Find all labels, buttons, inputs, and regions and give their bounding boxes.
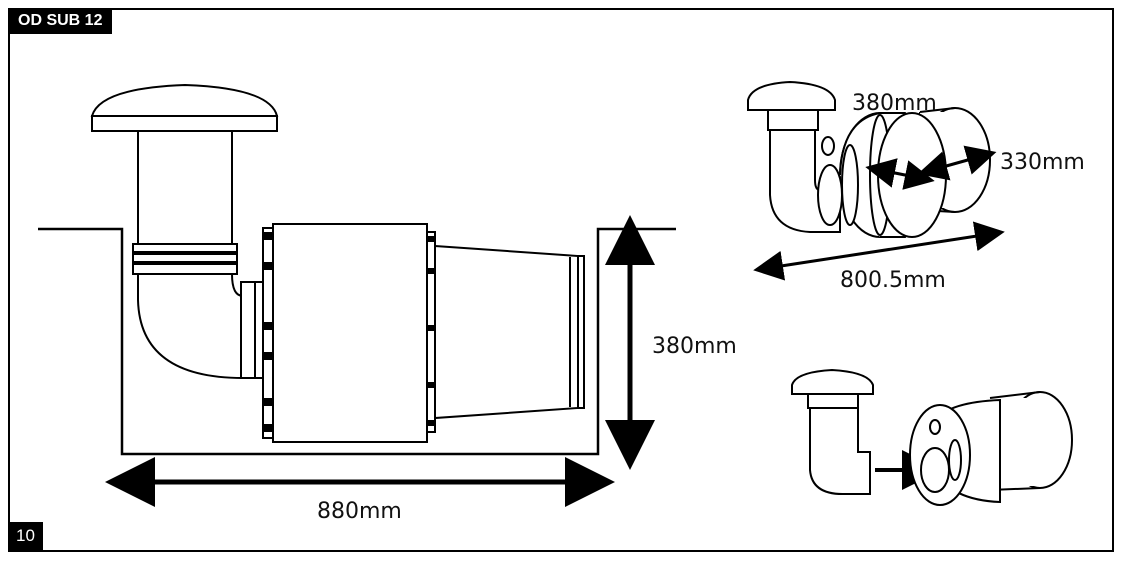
page-frame [8, 8, 1114, 552]
model-label: OD SUB 12 [8, 8, 113, 34]
assembly-vent [791, 368, 874, 496]
assembly-unit [909, 391, 1073, 506]
detail-height-label: 380mm [852, 91, 937, 116]
detail-diameter-label: 330mm [1000, 150, 1085, 175]
subwoofer-body [262, 223, 585, 443]
detail-diameter-arrow-2 [917, 145, 997, 181]
vent-pipe [132, 130, 244, 380]
main-height-label: 380mm [652, 334, 737, 359]
page-number: 10 [8, 522, 43, 550]
main-width-label: 880mm [317, 499, 402, 524]
detail-diameter-arrow [865, 158, 935, 190]
body-bolts [264, 232, 434, 432]
detail-length-arrow [753, 221, 1005, 281]
detail-length-label: 800.5mm [840, 268, 946, 293]
vent-cap [90, 83, 279, 132]
